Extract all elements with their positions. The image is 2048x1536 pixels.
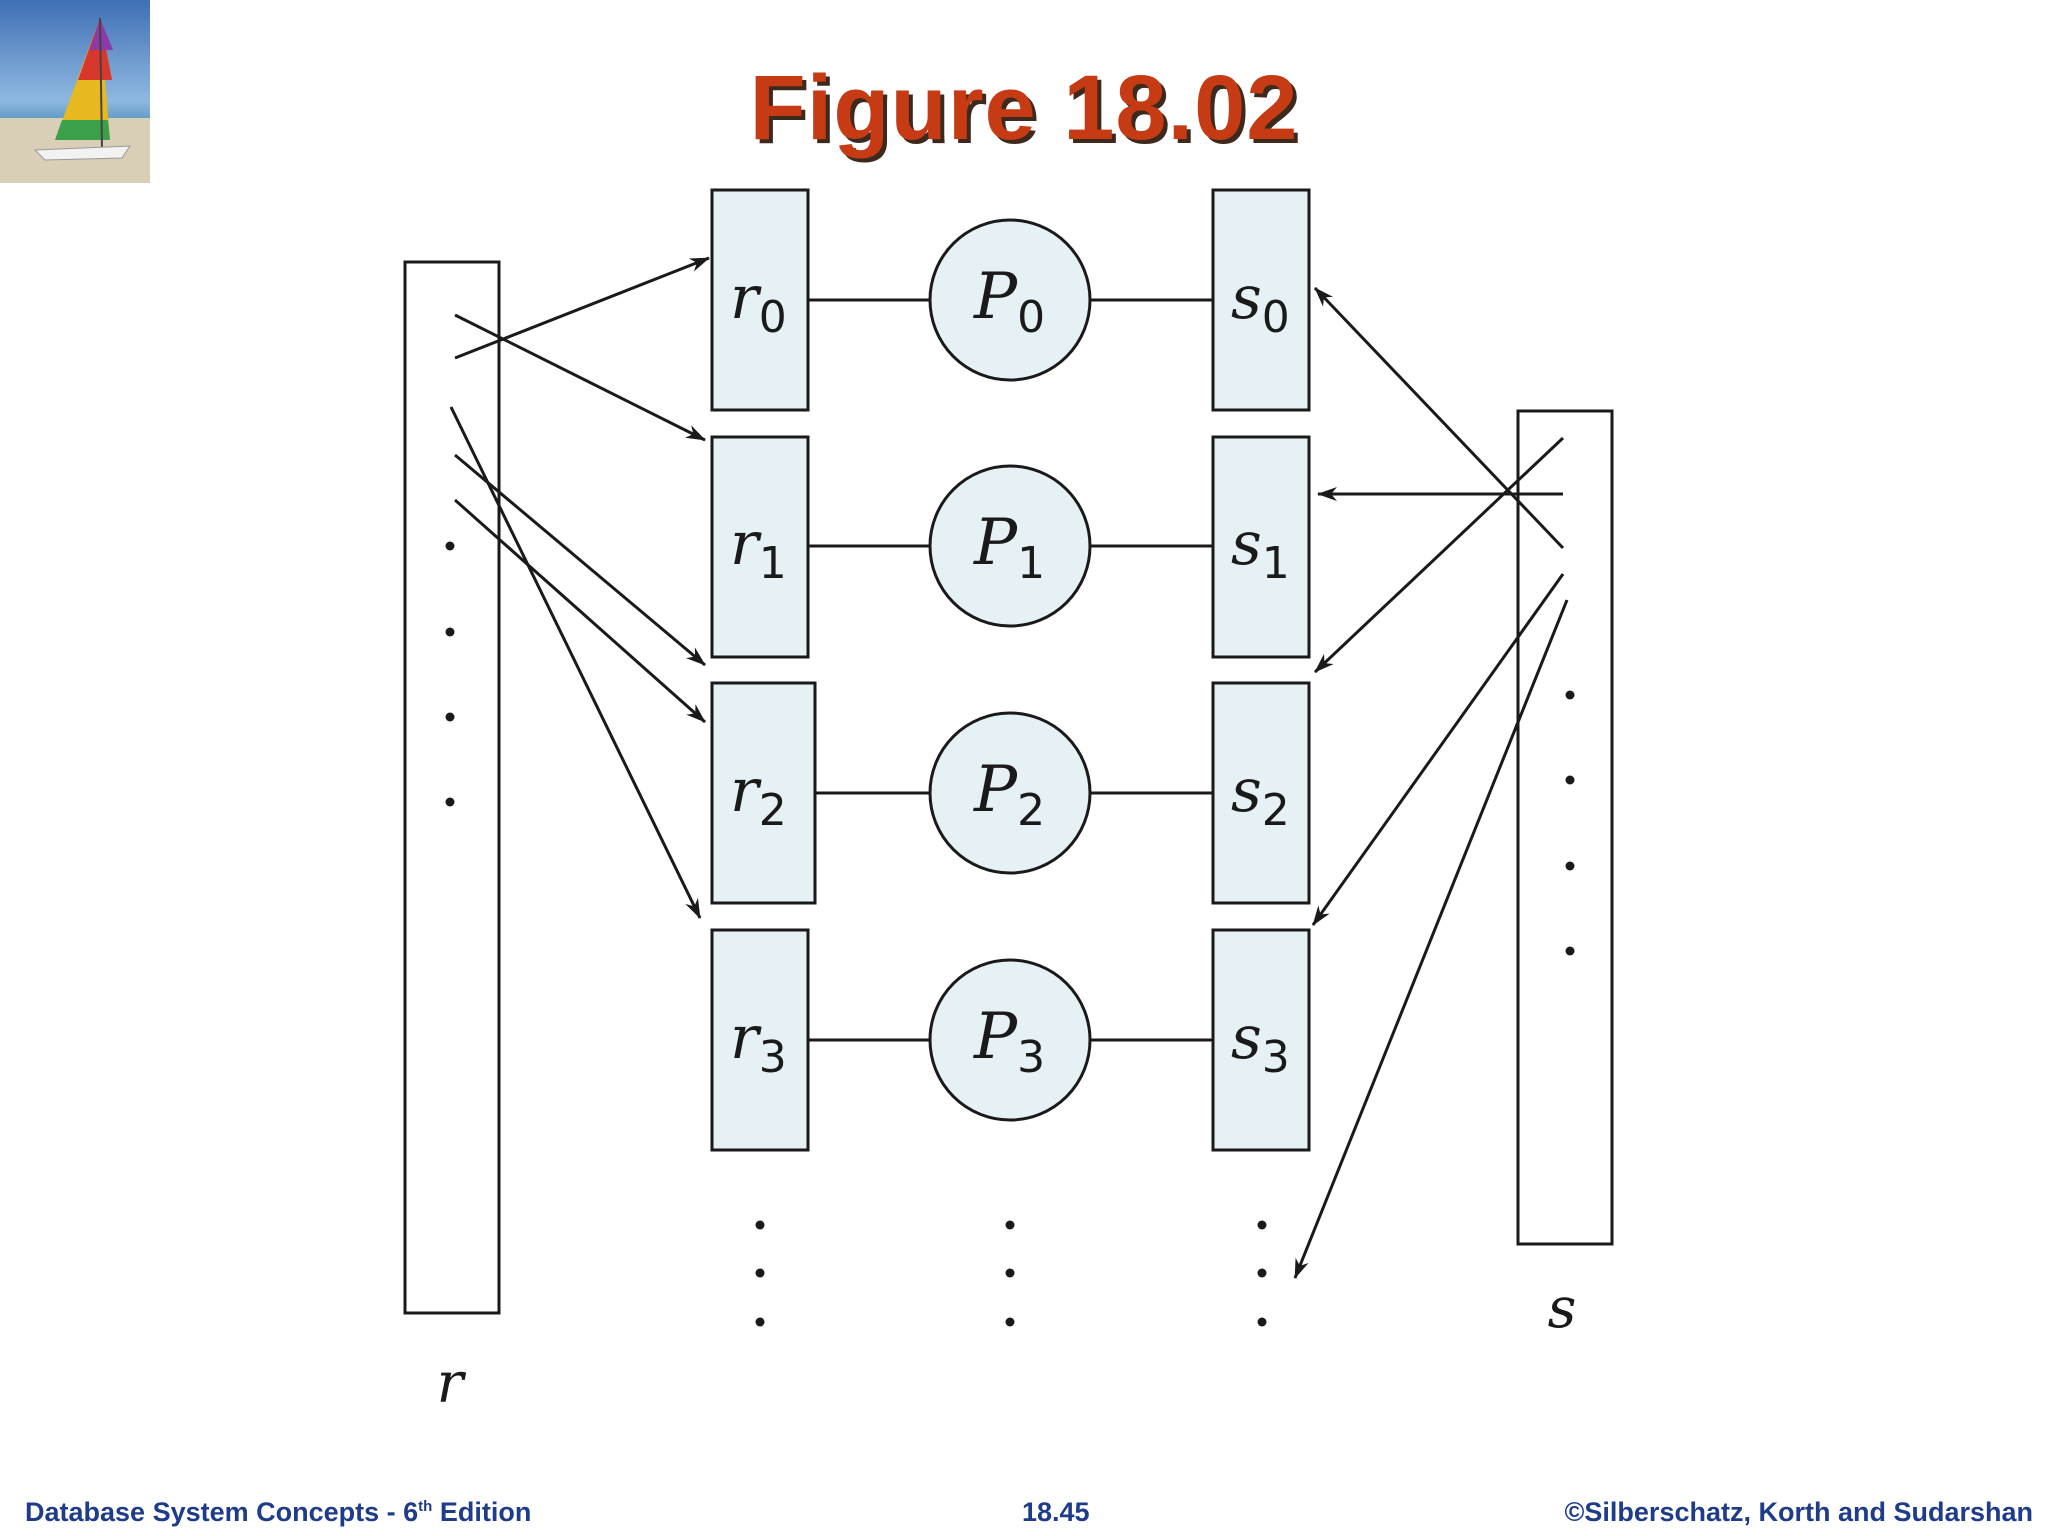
partition-s2-box [1211,681,1311,905]
processor-p2-node [928,711,1092,875]
footer-copyright: ©Silberschatz, Korth and Sudarshan [1564,1497,2033,1527]
r-partition-arrows [449,256,710,919]
processor-p0-node [928,218,1092,382]
relation-r-ellipsis [445,541,455,807]
partition-row-3: r3 P3 s3 [710,928,1311,1152]
processor-p1-node [928,464,1092,628]
s-partition-arrows [1293,286,1569,1279]
partition-r3-label: r3 [730,1003,787,1083]
relation-r-label: r [437,1351,467,1416]
partition-s3-box [1211,928,1311,1152]
partition-r2-label: r2 [730,756,787,836]
partition-r2-box [710,681,817,905]
partition-row-2: r2 P2 s2 [710,681,1311,905]
footer-slide-number: 18.45 [1022,1497,1090,1527]
sailboat-logo-icon [0,0,150,183]
partition-r1-box [710,435,810,659]
partition-s1-label: s1 [1231,509,1290,589]
partition-s2-label: s2 [1231,756,1290,836]
partition-s3-label: s3 [1231,1003,1290,1083]
page-title: Figure 18.02 [749,57,1299,159]
footer-book-title: Database System Concepts - 6th Edition [25,1497,532,1527]
relation-r-box [403,260,501,1315]
relation-s-ellipsis [1565,690,1575,956]
relation-s-label: s [1548,1276,1577,1341]
partition-row-0: r0 P0 s0 [710,188,1311,412]
partition-s0-label: s0 [1231,263,1290,343]
partition-s0-box [1211,188,1311,412]
partition-row-1: r1 P1 s1 [710,435,1311,659]
partition-r3-box [710,928,810,1152]
partition-r0-box [710,188,810,412]
processor-p1-label: P1 [973,506,1045,589]
processor-p3-node [928,958,1092,1122]
partition-r1-label: r1 [730,509,787,589]
processor-p3-label: P3 [973,1000,1045,1083]
processor-p2-label: P2 [973,753,1045,836]
relation-s-box [1516,409,1614,1246]
partition-s1-box [1211,435,1311,659]
processor-p0-label: P0 [973,260,1045,343]
partition-r0-label: r0 [730,263,787,343]
rows-continuation-ellipsis [755,1220,1267,1327]
